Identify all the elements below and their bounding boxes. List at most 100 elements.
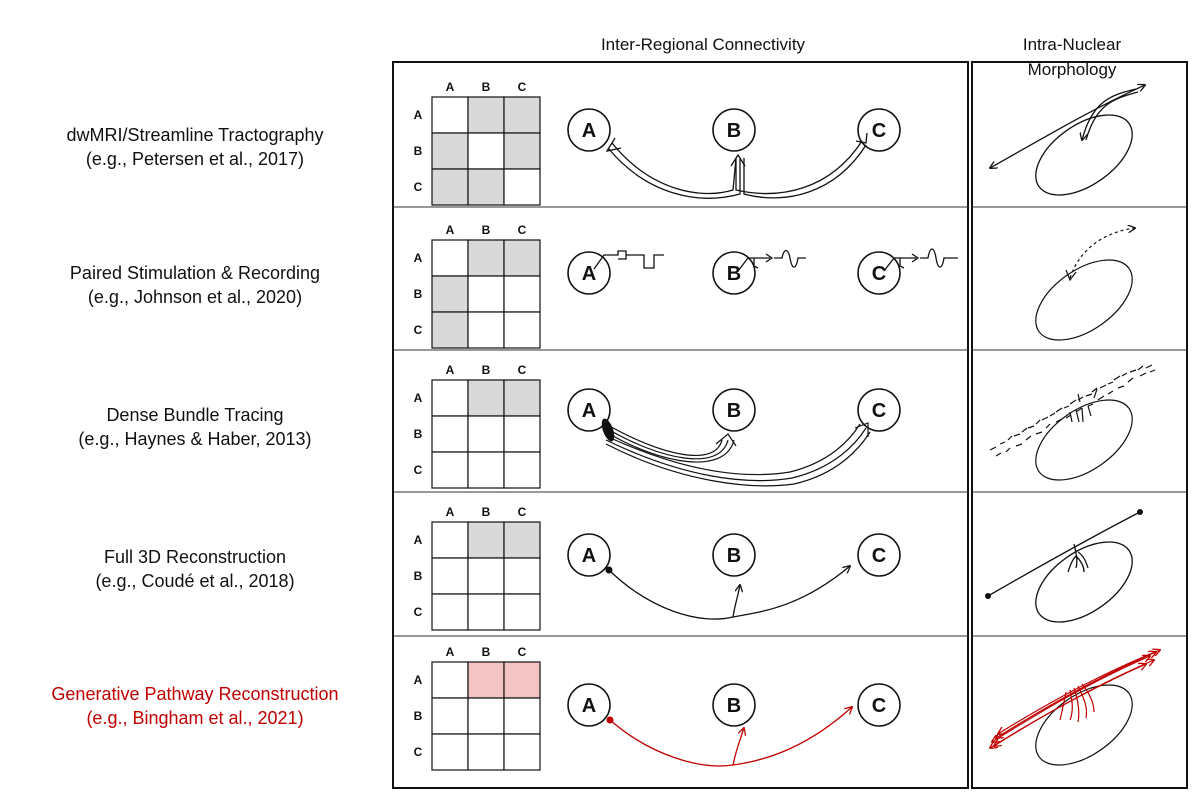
matrix-cell xyxy=(467,521,505,559)
matrix-cell xyxy=(467,96,505,134)
injection-site-marker xyxy=(601,418,615,442)
stim-electrode-icon xyxy=(593,250,664,270)
region-node-label: B xyxy=(727,545,741,567)
matrix-col-label: B xyxy=(482,505,491,519)
region-node-circle xyxy=(567,108,611,152)
region-node-circle xyxy=(857,388,901,432)
matrix-cell xyxy=(431,132,469,170)
region-node-label: B xyxy=(727,695,741,717)
matrix-cell xyxy=(503,132,541,170)
matrix-row-label: C xyxy=(414,180,423,194)
tractography-pathways xyxy=(605,132,868,199)
matrix-cell xyxy=(503,311,541,349)
morphology-streamline xyxy=(990,85,1146,196)
region-node-circle xyxy=(857,683,901,727)
dense-bundle-pathways xyxy=(605,422,871,487)
matrix-cell xyxy=(503,733,541,771)
morphology-generative-fibers xyxy=(990,650,1160,748)
region-node-label: B xyxy=(727,400,741,422)
single-axon-pathway xyxy=(608,566,850,620)
matrix-cell xyxy=(467,415,505,453)
method-name: Full 3D Reconstruction xyxy=(104,547,286,567)
region-node-circle xyxy=(712,683,756,727)
region-node-label: A xyxy=(582,400,596,422)
matrix-cell xyxy=(503,239,541,277)
matrix-cell xyxy=(467,275,505,313)
region-node-label: C xyxy=(872,545,886,567)
region-node-label: C xyxy=(872,695,886,717)
method-citation: (e.g., Coudé et al., 2018) xyxy=(95,571,294,591)
soma-marker xyxy=(606,716,614,724)
matrix-col-label: A xyxy=(446,363,455,377)
soma-marker xyxy=(985,593,991,599)
matrix-cell xyxy=(467,733,505,771)
region-node-circle xyxy=(567,683,611,727)
matrix-cell xyxy=(503,661,541,699)
matrix-cell xyxy=(431,239,469,277)
row-label-5: Generative Pathway Reconstruction (e.g.,… xyxy=(51,684,338,728)
matrix-col-label: B xyxy=(482,645,491,659)
row-dividers xyxy=(393,206,1187,637)
matrix-row-label: B xyxy=(414,709,423,723)
matrix-cell xyxy=(503,415,541,453)
region-node-circle xyxy=(712,533,756,577)
region-node-circle xyxy=(712,108,756,152)
region-node-circle xyxy=(567,388,611,432)
matrix-cell xyxy=(467,311,505,349)
matrix-cell xyxy=(503,557,541,595)
row-label-2: Paired Stimulation & Recording (e.g., Jo… xyxy=(70,263,320,307)
method-name: Generative Pathway Reconstruction xyxy=(51,684,338,704)
method-citation: (e.g., Bingham et al., 2021) xyxy=(86,708,303,728)
matrix-cell xyxy=(503,593,541,631)
terminal-marker xyxy=(1137,509,1143,515)
matrix-cell xyxy=(431,593,469,631)
matrix-cell xyxy=(467,239,505,277)
matrix-col-label: A xyxy=(446,505,455,519)
matrix-cell xyxy=(431,168,469,206)
region-node-label: C xyxy=(872,263,886,285)
morphology-single-axon xyxy=(987,511,1141,623)
region-node-label: A xyxy=(582,120,596,142)
method-citation: (e.g., Johnson et al., 2020) xyxy=(88,287,302,307)
recording-electrode-icon-b xyxy=(737,249,806,272)
inter-regional-header: Inter-Regional Connectivity xyxy=(601,35,806,54)
matrix-cell xyxy=(431,733,469,771)
matrix-col-label: B xyxy=(482,223,491,237)
soma-marker xyxy=(605,566,613,574)
region-node-circle xyxy=(857,251,901,295)
matrix-row-label: A xyxy=(414,391,423,405)
intra-nuclear-panel xyxy=(971,61,1188,789)
matrix-col-label: C xyxy=(518,645,527,659)
matrix-row-label: A xyxy=(414,533,423,547)
matrix-cell xyxy=(431,415,469,453)
matrix-cell xyxy=(467,661,505,699)
matrix-cell xyxy=(431,557,469,595)
matrix-row-label: A xyxy=(414,673,423,687)
matrix-cell xyxy=(467,132,505,170)
region-node-label: C xyxy=(872,400,886,422)
intra-nuclear-header-line2: Morphology xyxy=(1028,60,1117,79)
intra-nuclear-header-line1: Intra-Nuclear xyxy=(1023,35,1122,54)
matrix-row-label: C xyxy=(414,463,423,477)
region-node-label: A xyxy=(582,545,596,567)
matrix-row-label: C xyxy=(414,605,423,619)
matrix-col-label: B xyxy=(482,80,491,94)
matrix-cell xyxy=(431,275,469,313)
region-node-circle xyxy=(567,533,611,577)
method-name: dwMRI/Streamline Tractography xyxy=(66,125,323,145)
region-node-label: B xyxy=(727,263,741,285)
matrix-row-label: B xyxy=(414,144,423,158)
matrix-row-label: B xyxy=(414,569,423,583)
method-name: Dense Bundle Tracing xyxy=(106,405,283,425)
method-citation: (e.g., Haynes & Haber, 2013) xyxy=(78,429,311,449)
matrix-cell xyxy=(503,96,541,134)
matrix-col-label: C xyxy=(518,223,527,237)
matrix-row-label: A xyxy=(414,251,423,265)
recording-electrode-icon-c xyxy=(883,248,958,272)
matrix-cell xyxy=(431,96,469,134)
row-label-4: Full 3D Reconstruction (e.g., Coudé et a… xyxy=(95,547,294,591)
matrix-cell xyxy=(431,521,469,559)
inter-regional-panel xyxy=(392,61,969,789)
